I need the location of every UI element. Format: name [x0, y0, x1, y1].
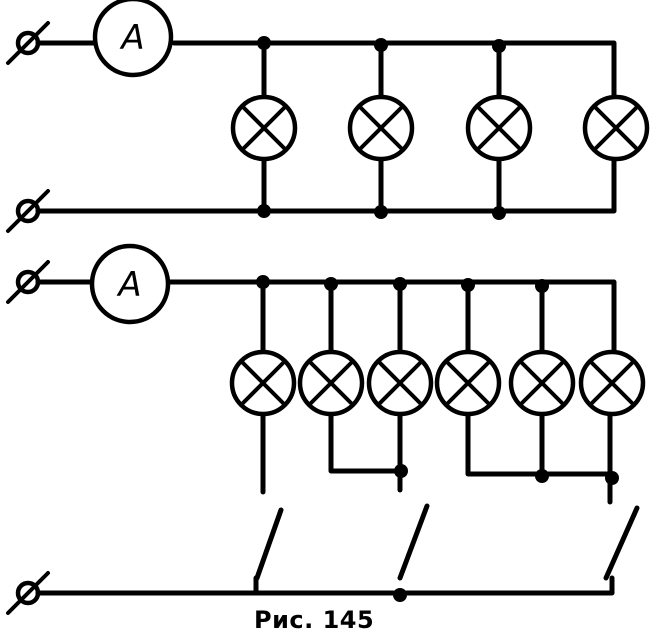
junction-node — [393, 277, 407, 291]
junction-node — [257, 36, 271, 50]
lamp — [508, 349, 576, 417]
switch — [397, 503, 430, 581]
lamp — [347, 94, 415, 162]
lamp — [366, 349, 434, 417]
wire-bottom-supply — [35, 279, 617, 355]
lamp — [578, 349, 646, 417]
switch — [254, 507, 284, 581]
junction-node — [605, 471, 619, 485]
wire-top-return — [35, 147, 617, 214]
wire-bottom-branches — [260, 279, 545, 359]
terminal-bottom-2 — [6, 571, 50, 615]
junction-node — [492, 206, 506, 220]
wire-top-supply — [35, 40, 617, 121]
lamp — [434, 349, 502, 417]
lamp — [297, 349, 365, 417]
ammeter-top-label: A — [119, 18, 144, 58]
junction-node — [257, 204, 271, 218]
lamp — [465, 94, 533, 162]
junction-node — [492, 39, 506, 53]
junction-node — [394, 464, 408, 478]
lamp — [582, 94, 650, 162]
ammeter-bottom-label: A — [116, 265, 141, 305]
wire-bottom-lamp-outputs — [260, 407, 615, 505]
ammeter-bottom: A — [89, 243, 171, 325]
lamp — [229, 349, 297, 417]
switch — [603, 505, 640, 581]
junction-node — [256, 275, 270, 289]
junction-node — [535, 279, 549, 293]
circuit-top: A — [6, 0, 650, 233]
junction-node — [324, 277, 338, 291]
ammeter-top: A — [92, 0, 174, 78]
wire-bottom-return — [35, 575, 615, 596]
junction-node — [374, 38, 388, 52]
figure-caption: Рис. 145 — [254, 606, 375, 634]
junction-node — [461, 278, 475, 292]
junction-node — [393, 588, 407, 602]
lamp — [230, 94, 298, 162]
circuit-bottom: A — [6, 243, 646, 615]
junction-node — [374, 205, 388, 219]
wire-top-branches — [261, 40, 502, 214]
junction-node — [535, 469, 549, 483]
